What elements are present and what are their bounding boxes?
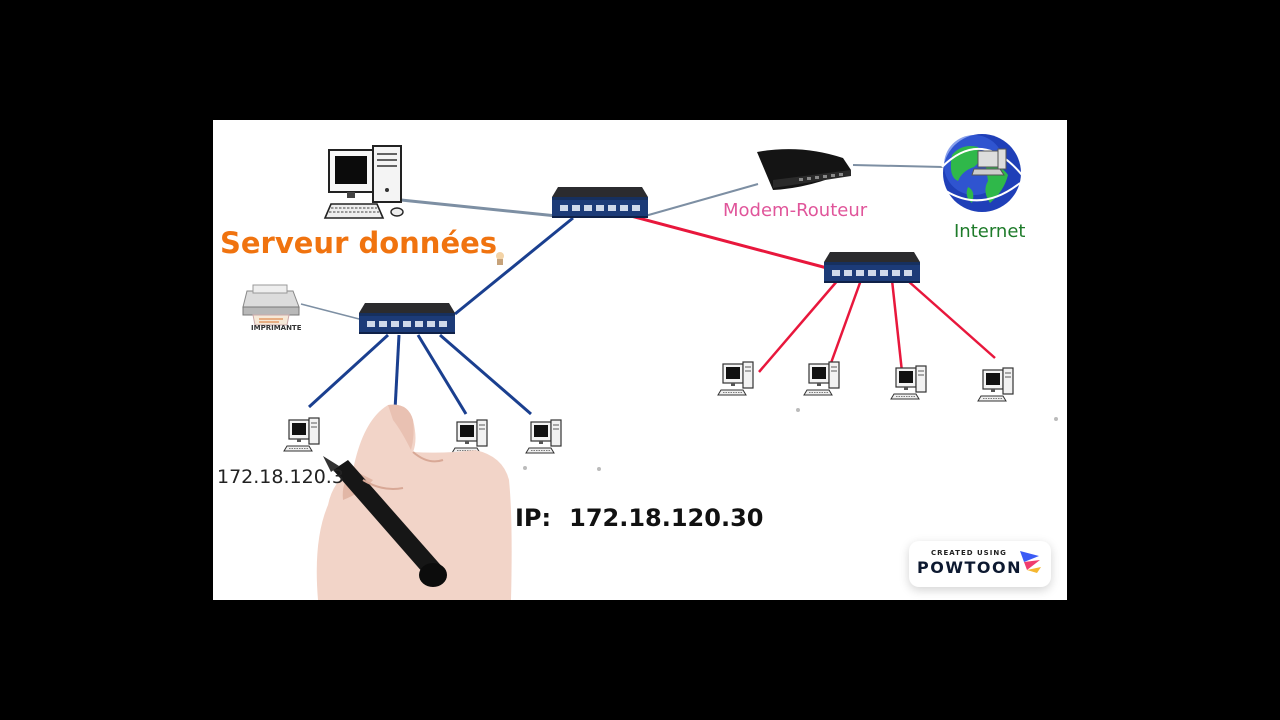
- switch-icon: [359, 303, 455, 334]
- link-server-switch: [400, 198, 558, 218]
- computer-icon: [525, 419, 562, 454]
- hand-marker-icon: [316, 404, 512, 600]
- powtoon-watermark: CREATED USING POWTOON: [909, 541, 1051, 587]
- modem-router-label: Modem-Routeur: [723, 200, 868, 221]
- printer-icon: [242, 284, 300, 326]
- computer-icon: [283, 417, 320, 452]
- link-switch-switch-right: [630, 214, 828, 270]
- modem-router-icon: [757, 149, 851, 190]
- link-right-pc-4: [906, 279, 996, 359]
- network-diagram: [242, 134, 1058, 600]
- link-left-pc-4: [439, 333, 532, 416]
- marker-dots: [523, 408, 1058, 471]
- switch-icon: [552, 187, 648, 218]
- watermark-created-using: CREATED USING: [931, 549, 1007, 557]
- watermark-brand: POWTOON: [917, 558, 1022, 577]
- link-left-pc-2: [393, 334, 401, 411]
- computer-icon: [977, 367, 1014, 402]
- internet-label: Internet: [954, 221, 1026, 242]
- link-right-pc-3: [890, 279, 904, 373]
- computer-icon: [890, 365, 927, 400]
- link-right-pc-2: [829, 279, 863, 364]
- link-modem-internet: [852, 164, 944, 168]
- diagram-canvas: Serveur données Modem-Routeur Internet I…: [213, 120, 1067, 600]
- link-right-pc-1: [758, 279, 839, 373]
- server-label: Serveur données: [220, 226, 498, 260]
- server-computer-icon: [323, 145, 404, 219]
- powtoon-logo-icon: [1020, 551, 1041, 573]
- ip-value: 172.18.120.30: [569, 504, 764, 532]
- ip-address-line: IP: 172.18.120.30: [515, 504, 763, 532]
- switch-icon: [824, 252, 920, 283]
- ip-prefix: IP:: [515, 504, 552, 532]
- link-left-pc-3: [416, 334, 468, 415]
- printer-label: IMPRIMANTE: [251, 324, 302, 332]
- ip-address-partial: 172.18.120.3: [217, 466, 344, 488]
- computer-icon: [803, 361, 840, 396]
- link-left-pc-1: [307, 333, 390, 409]
- small-figure-icon: [496, 252, 504, 265]
- globe-icon: [941, 134, 1023, 212]
- link-printer-switch: [300, 303, 364, 321]
- link-switch-modem: [644, 183, 759, 217]
- link-switch-switch-left: [454, 216, 574, 316]
- computer-icon: [717, 361, 754, 396]
- computer-icon: [451, 419, 488, 454]
